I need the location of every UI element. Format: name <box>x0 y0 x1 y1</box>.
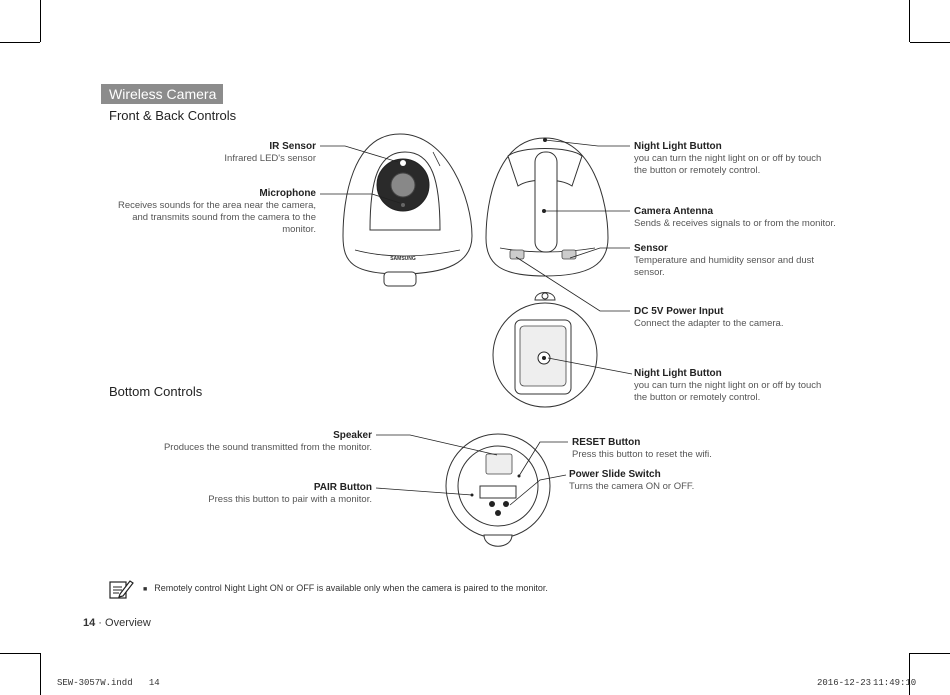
pair-button-desc: Press this button to pair with a monitor… <box>208 494 372 505</box>
speaker-label: Speaker Produces the sound transmitted f… <box>132 430 372 454</box>
crop-mark-bottom-right-v <box>909 653 910 695</box>
microphone-title: Microphone <box>259 188 316 199</box>
dc-power-input-label: DC 5V Power Input Connect the adapter to… <box>634 306 844 330</box>
dc-power-input-title: DC 5V Power Input <box>634 306 724 317</box>
microphone-desc: Receives sounds for the area near the ca… <box>117 200 316 235</box>
crop-mark-top-right-h <box>910 42 950 43</box>
power-slide-switch-label: Power Slide Switch Turns the camera ON o… <box>569 469 769 493</box>
sensor-title: Sensor <box>634 243 668 254</box>
note-bullet: ■ <box>143 586 148 593</box>
footer-date: 2016-12-23 <box>817 678 872 688</box>
camera-antenna-desc: Sends & receives signals to or from the … <box>634 218 836 229</box>
bottom-controls-title: Bottom Controls <box>109 384 203 399</box>
dc-power-input-desc: Connect the adapter to the camera. <box>634 318 784 329</box>
microphone-label: Microphone Receives sounds for the area … <box>106 188 316 236</box>
pair-button-label: PAIR Button Press this button to pair wi… <box>132 482 372 506</box>
crop-mark-bottom-left-h <box>0 653 40 654</box>
ir-sensor-title: IR Sensor <box>269 141 316 152</box>
night-light-button-desc: you can turn the night light on or off b… <box>634 153 822 176</box>
speaker-desc: Produces the sound transmitted from the … <box>163 442 372 453</box>
ir-sensor-label: IR Sensor Infrared LED's sensor <box>96 141 316 165</box>
night-light-button-2-title: Night Light Button <box>634 368 722 379</box>
night-light-button-2-label: Night Light Button you can turn the nigh… <box>634 368 834 404</box>
crop-mark-top-right-v <box>909 0 910 42</box>
night-light-button-label: Night Light Button you can turn the nigh… <box>634 141 834 177</box>
note-icon <box>109 580 134 599</box>
reset-button-label: RESET Button Press this button to reset … <box>572 437 772 461</box>
samsung-logo: SAMSUNG <box>390 256 416 262</box>
back-camera-illustration <box>485 137 609 277</box>
bottom-view-illustration <box>445 433 551 547</box>
crop-mark-bottom-right-h <box>910 653 950 654</box>
front-camera-illustration <box>342 133 473 287</box>
power-slide-switch-title: Power Slide Switch <box>569 469 661 480</box>
back-bottom-illustration <box>492 292 598 408</box>
note-text: Remotely control Night Light ON or OFF i… <box>154 583 548 593</box>
night-light-button-title: Night Light Button <box>634 141 722 152</box>
footer-file: SEW-3057W.indd 14 <box>57 678 160 688</box>
reset-button-title: RESET Button <box>572 437 641 448</box>
ir-sensor-desc: Infrared LED's sensor <box>224 153 316 164</box>
page-footer: 14 · Overview <box>83 617 151 629</box>
speaker-title: Speaker <box>333 430 372 441</box>
camera-antenna-title: Camera Antenna <box>634 206 714 217</box>
sensor-desc: Temperature and humidity sensor and dust… <box>634 255 815 278</box>
sensor-label: Sensor Temperature and humidity sensor a… <box>634 243 844 279</box>
front-back-title: Front & Back Controls <box>109 108 237 123</box>
night-light-button-2-desc: you can turn the night light on or off b… <box>634 380 822 403</box>
camera-antenna-label: Camera Antenna Sends & receives signals … <box>634 206 844 230</box>
reset-button-desc: Press this button to reset the wifi. <box>572 449 712 460</box>
crop-mark-top-left-h <box>0 42 40 43</box>
pair-button-title: PAIR Button <box>313 482 372 493</box>
page-number: 14 <box>83 617 96 629</box>
footer-time: 11:49:10 <box>873 678 917 688</box>
page-section: · Overview <box>95 617 151 629</box>
crop-mark-top-left-v <box>40 0 41 42</box>
crop-mark-bottom-left-v <box>40 653 41 695</box>
section-label: Wireless Camera <box>101 84 223 104</box>
note-line: ■ Remotely control Night Light ON or OFF … <box>143 583 548 593</box>
power-slide-switch-desc: Turns the camera ON or OFF. <box>569 481 695 492</box>
